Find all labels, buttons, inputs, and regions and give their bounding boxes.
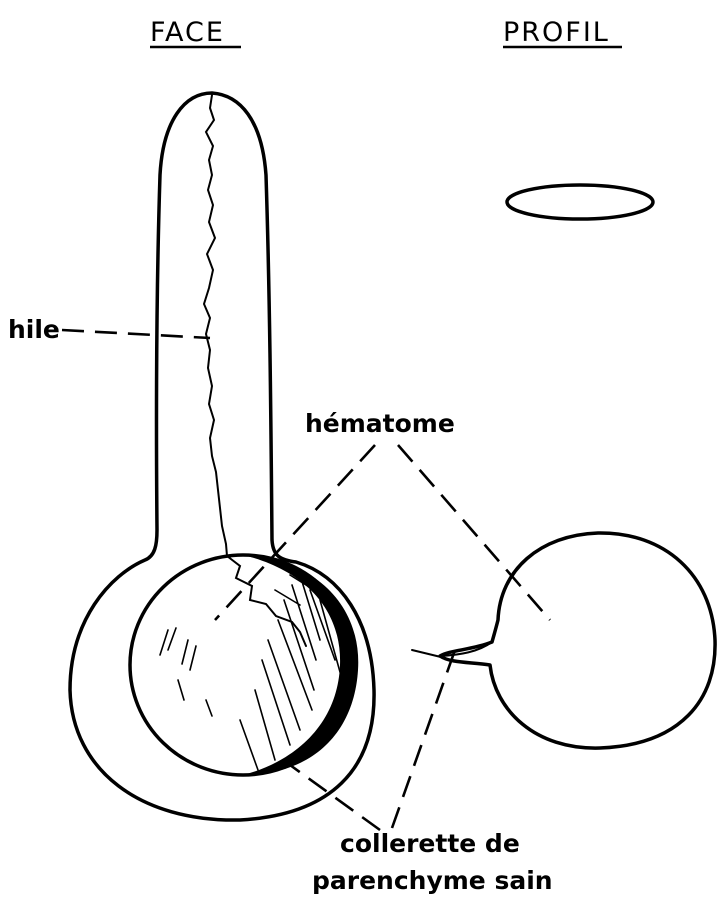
- hematome-leader-profil: [398, 445, 550, 620]
- heading-profil-text: PROFIL: [503, 17, 610, 48]
- profil-outline: [440, 533, 715, 748]
- heading-profil: PROFIL: [503, 17, 622, 48]
- hile-line: [204, 95, 227, 556]
- heading-face-text: FACE: [150, 17, 225, 48]
- hile-leader: [62, 330, 210, 338]
- profil-stalk-section: [507, 185, 653, 219]
- label-collerette-line1: collerette de: [340, 829, 520, 858]
- face-hematome-shadow: [243, 555, 358, 775]
- face-outline: [70, 93, 374, 820]
- label-hematome: hématome: [305, 409, 455, 438]
- profil-hematome: [440, 533, 715, 748]
- label-hile: hile: [8, 315, 60, 344]
- heading-face: FACE: [150, 17, 241, 48]
- collerette-leader-profil: [392, 650, 455, 828]
- face-hematome: [130, 555, 358, 775]
- label-collerette-line2: parenchyme sain: [312, 866, 553, 895]
- face-hematome-highlight: [160, 628, 212, 716]
- collerette-leader-face: [290, 765, 380, 830]
